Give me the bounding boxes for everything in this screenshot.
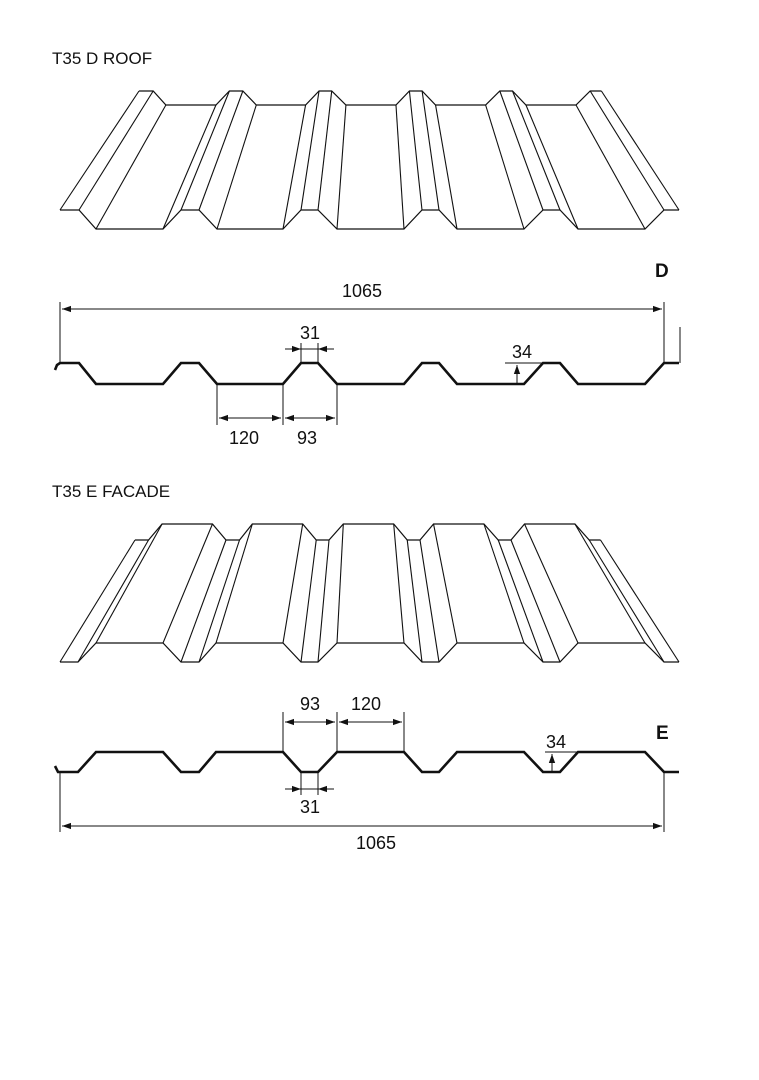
roof-profile-line <box>53 361 679 386</box>
facade-dim-rib-top: 31 <box>300 797 320 817</box>
facade-dim-total-width: 1065 <box>356 833 396 853</box>
facade-3d-front-edge <box>60 642 679 663</box>
roof-3d-fold-line <box>589 90 665 211</box>
roof-3d-fold-line <box>499 90 544 211</box>
roof-3d-fold-line <box>336 104 347 230</box>
facade-title: T35 E FACADE <box>52 482 170 501</box>
roof-3d-fold-line <box>95 104 167 230</box>
roof-3d-fold-line <box>485 104 525 230</box>
facade-3d-fold-line <box>336 523 344 644</box>
facade-3d-fold-line <box>282 523 304 644</box>
roof-3d-back-edge <box>139 90 602 106</box>
roof-3d-fold-line <box>78 90 154 211</box>
facade-3d-fold-line <box>510 539 561 663</box>
roof-3d-front-edge <box>60 209 679 230</box>
facade-3d-fold-line <box>497 539 544 663</box>
roof-3d-fold-line <box>216 104 257 230</box>
roof-3d-fold-line <box>162 104 217 230</box>
facade-profile-label: E <box>656 723 669 744</box>
roof-3d-fold-line <box>59 90 140 211</box>
facade-3d-back-edge <box>135 523 601 541</box>
roof-3d-fold-line <box>198 90 244 211</box>
facade-dim-rib-base: 93 <box>300 694 320 714</box>
facade-dim-rib-height: 34 <box>546 732 566 752</box>
roof-3d-fold-line <box>421 90 440 211</box>
facade-3d-fold-line <box>393 523 405 644</box>
facade-3d-fold-line <box>600 539 680 663</box>
roof-3d-fold-line <box>435 104 458 230</box>
facade-3d-fold-line <box>433 523 458 644</box>
roof-dim-total-width: 1065 <box>342 281 382 301</box>
roof-dim-rib-base: 93 <box>297 428 317 448</box>
roof-3d-fold-line <box>282 104 307 230</box>
facade-3d-fold-line <box>215 523 253 644</box>
facade-3d-fold-line <box>317 539 330 663</box>
facade-3d-fold-line <box>574 523 646 644</box>
facade-3d-fold-line <box>95 523 163 644</box>
facade-3d-view <box>59 523 680 663</box>
facade-profile-line <box>53 750 679 774</box>
roof-3d-fold-line <box>600 90 680 211</box>
roof-3d-fold-line <box>300 90 320 211</box>
roof-dim-rib-height: 34 <box>512 342 532 362</box>
roof-dim-rib-top: 31 <box>300 323 320 343</box>
facade-3d-fold-line <box>588 539 665 663</box>
roof-title: T35 D ROOF <box>52 49 152 68</box>
roof-profile-label: D <box>655 261 669 282</box>
roof-dim-pan: 120 <box>229 428 259 448</box>
roof-3d-fold-line <box>525 104 579 230</box>
facade-3d-fold-line <box>524 523 579 644</box>
roof-3d-fold-line <box>180 90 230 211</box>
facade-3d-fold-line <box>300 539 317 663</box>
facade-3d-fold-line <box>59 539 136 663</box>
facade-3d-fold-line <box>77 539 150 663</box>
facade-3d-fold-line <box>419 539 440 663</box>
roof-3d-fold-line <box>511 90 561 211</box>
roof-3d-fold-line <box>575 104 646 230</box>
facade-3d-fold-line <box>198 539 241 663</box>
facade-dim-pan: 120 <box>351 694 381 714</box>
roof-3d-view <box>59 90 680 230</box>
facade-3d-fold-line <box>180 539 227 663</box>
facade-3d-fold-line <box>406 539 423 663</box>
roof-profile-section <box>53 302 681 425</box>
roof-3d-fold-line <box>408 90 423 211</box>
roof-3d-fold-line <box>317 90 333 211</box>
facade-3d-fold-line <box>483 523 525 644</box>
roof-3d-fold-line <box>395 104 405 230</box>
facade-3d-fold-line <box>162 523 213 644</box>
facade-profile-section <box>53 712 679 832</box>
